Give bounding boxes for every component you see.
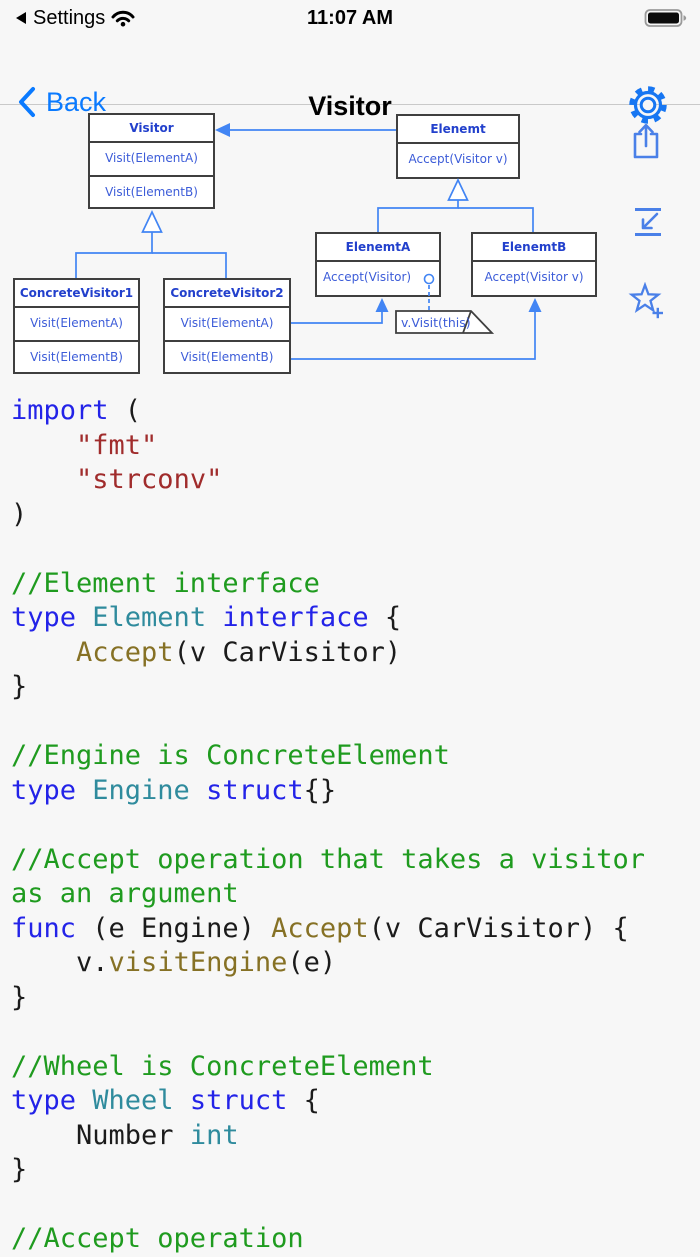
back-triangle-icon bbox=[16, 12, 26, 24]
uml-diagram: v.Visit(this) Visitor Visit(ElementA) Vi… bbox=[0, 105, 700, 395]
code-line: type Element interface { bbox=[11, 602, 402, 633]
code-line: as an argument bbox=[11, 878, 239, 909]
source-code-view: import ( "fmt" "strconv") //Element inte… bbox=[11, 394, 700, 1257]
uml-class-concrete-visitor-2: ConcreteVisitor2 Visit(ElementA) Visit(E… bbox=[163, 278, 291, 374]
code-line: } bbox=[11, 671, 28, 702]
status-back-to-app[interactable]: Settings bbox=[15, 0, 135, 36]
code-line: //Accept operation that takes a visitor bbox=[11, 843, 645, 875]
code-line: "strconv" bbox=[76, 464, 223, 495]
uml-method: Accept(Visitor v) bbox=[484, 270, 584, 284]
page-title: Visitor bbox=[308, 91, 392, 121]
back-button-label: Back bbox=[46, 86, 107, 117]
code-line: //Accept operation bbox=[11, 1223, 304, 1254]
code-line: } bbox=[11, 981, 28, 1013]
code-line: import ( bbox=[11, 395, 142, 426]
uml-class-visitor: Visitor Visit(ElementA) Visit(ElementB) bbox=[88, 113, 215, 209]
uml-class-title: ElenemtA bbox=[317, 234, 439, 262]
add-favorite-button[interactable] bbox=[626, 281, 666, 327]
code-line: v.visitEngine(e) bbox=[11, 947, 337, 978]
uml-class-title: ConcreteVisitor1 bbox=[15, 280, 138, 308]
code-line bbox=[11, 1188, 700, 1223]
arrowhead-to-elementA bbox=[375, 298, 389, 312]
uml-method: Visit(ElementA) bbox=[180, 316, 274, 330]
code-line bbox=[11, 705, 700, 740]
code-line: type Engine struct{} bbox=[11, 774, 337, 806]
inheritance-triangle-element bbox=[447, 178, 469, 201]
uml-method: Visit(ElementA) bbox=[30, 316, 123, 330]
code-line: func (e Engine) Accept(v CarVisitor) { bbox=[11, 912, 629, 944]
uml-class-title: ConcreteVisitor2 bbox=[165, 280, 289, 308]
code-line: //Element interface bbox=[11, 567, 320, 599]
code-line: "fmt" bbox=[76, 429, 158, 461]
code-line bbox=[11, 808, 700, 843]
uml-method: Visit(ElementB) bbox=[15, 340, 138, 372]
battery-icon bbox=[644, 9, 687, 27]
gear-icon bbox=[629, 86, 667, 124]
uml-method: Visit(ElementB) bbox=[165, 340, 289, 372]
share-button[interactable] bbox=[630, 122, 662, 165]
uml-note-label: v.Visit(this) bbox=[401, 315, 471, 330]
code-line: } bbox=[11, 1154, 28, 1185]
back-button[interactable]: Back bbox=[18, 86, 106, 118]
code-line: Accept(v CarVisitor) bbox=[76, 636, 402, 668]
collapse-button[interactable] bbox=[632, 206, 664, 243]
inheritance-triangle-visitor bbox=[141, 210, 163, 233]
uml-class-title: Visitor bbox=[90, 115, 213, 143]
status-time: 11:07 AM bbox=[307, 6, 393, 29]
uml-class-title: Elenemt bbox=[398, 116, 518, 144]
share-icon bbox=[633, 123, 659, 159]
uml-class-title: ElenemtB bbox=[473, 234, 595, 262]
code-line bbox=[11, 1015, 700, 1050]
status-bar: Settings 11:07 AM bbox=[0, 0, 700, 36]
uml-class-element-b: ElenemtB Accept(Visitor v) bbox=[471, 232, 597, 297]
uml-class-element-a: ElenemtA Accept(Visitor) bbox=[315, 232, 441, 297]
status-back-app-label: Settings bbox=[33, 6, 106, 29]
code-line: type Wheel struct { bbox=[11, 1085, 320, 1116]
uml-method: Accept(Visitor v) bbox=[408, 152, 508, 166]
navigation-bar: Back Visitor bbox=[0, 36, 700, 124]
arrowhead-to-elementB bbox=[528, 298, 542, 312]
uml-class-element: Elenemt Accept(Visitor v) bbox=[396, 114, 520, 179]
uml-method: Visit(ElementA) bbox=[105, 151, 198, 165]
add-favorite-icon bbox=[628, 281, 663, 319]
uml-method: Accept(Visitor) bbox=[323, 270, 412, 284]
collapse-icon bbox=[635, 208, 661, 236]
arrowhead-to-visitor bbox=[215, 123, 230, 137]
code-line bbox=[11, 532, 700, 567]
back-chevron-icon bbox=[19, 87, 35, 117]
code-line: //Engine is ConcreteElement bbox=[11, 740, 450, 771]
code-line: ) bbox=[11, 498, 28, 530]
settings-button[interactable] bbox=[626, 83, 670, 132]
uml-note-shape bbox=[395, 310, 495, 334]
uml-class-concrete-visitor-1: ConcreteVisitor1 Visit(ElementA) Visit(E… bbox=[13, 278, 140, 374]
uml-method: Visit(ElementB) bbox=[90, 175, 213, 207]
wifi-icon bbox=[111, 10, 135, 27]
code-line: //Wheel is ConcreteElement bbox=[11, 1050, 434, 1082]
code-line: Number int bbox=[11, 1119, 239, 1151]
